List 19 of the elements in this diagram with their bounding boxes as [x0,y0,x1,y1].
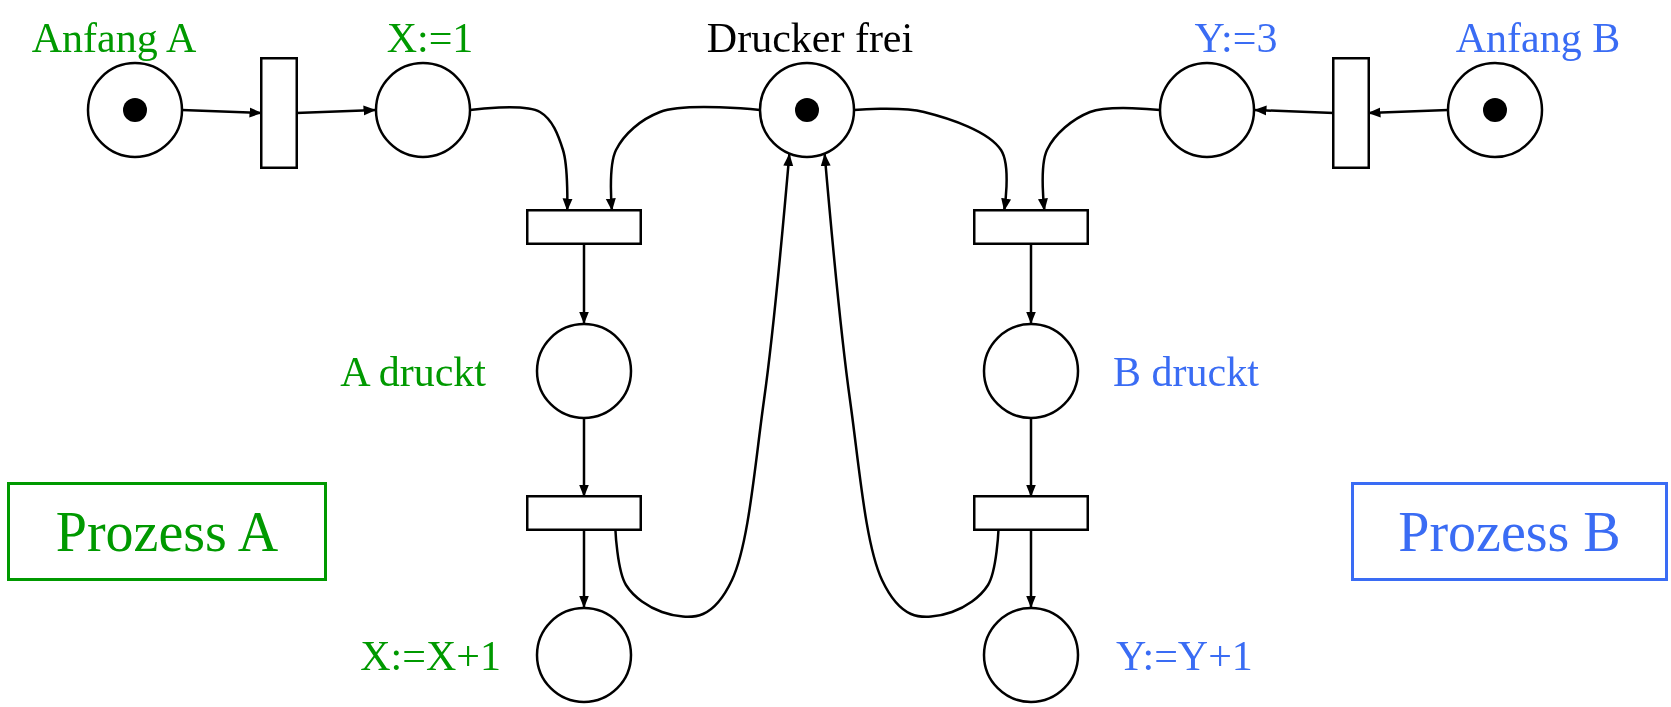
arrow [579,243,589,324]
process-label-box: Prozess A [7,482,327,581]
arrow [1026,418,1036,497]
place-label: Anfang A [31,17,197,59]
place-label: Anfang B [1455,17,1621,59]
place-label: Y:=Y+1 [1116,635,1253,677]
arrow [579,418,589,497]
arrow [1026,243,1036,324]
place-label: X:=1 [386,17,474,59]
place-label: A druckt [340,351,486,393]
arrow [1026,529,1036,608]
place-label: Y:=3 [1194,17,1278,59]
place-label: B druckt [1113,351,1259,393]
place-label: X:=X+1 [360,635,501,677]
arrow [614,153,794,618]
process-label-box: Prozess B [1351,482,1668,581]
arrow [820,153,1000,618]
arrow [579,529,589,608]
place-label: Drucker frei [706,17,914,59]
